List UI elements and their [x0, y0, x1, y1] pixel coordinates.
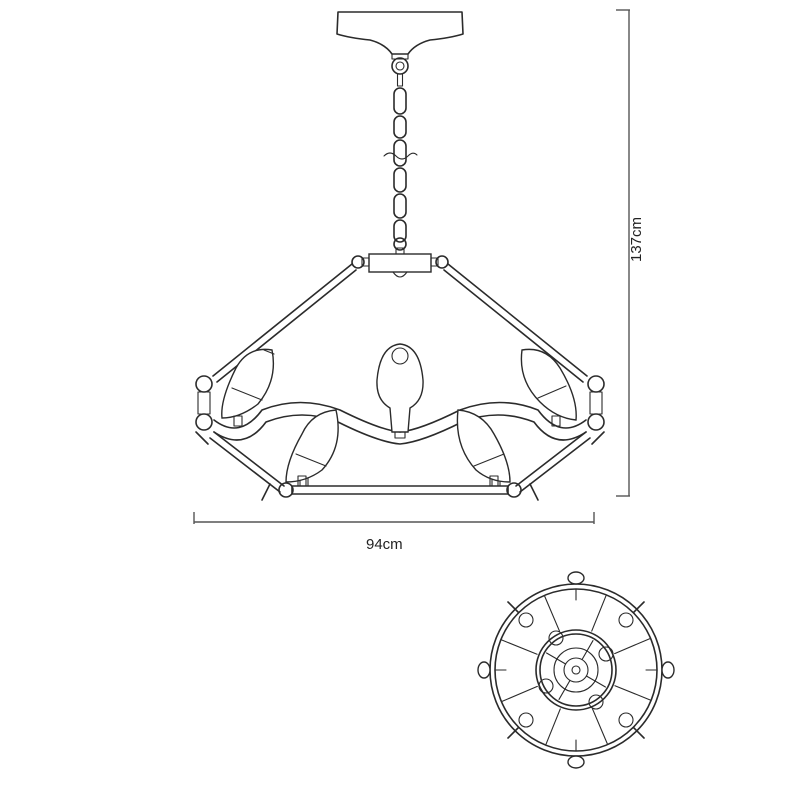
chain	[383, 57, 418, 255]
center-egg-shade	[376, 343, 424, 439]
bird-shade-lower-left	[285, 409, 339, 487]
bird-shade-lower-right	[456, 409, 511, 487]
lower-ring-bar	[291, 475, 509, 495]
height-dimension-line	[616, 9, 630, 497]
bird-shade-upper-right	[520, 348, 577, 427]
chain-break-marker	[383, 152, 418, 160]
width-dimension-line	[193, 512, 595, 524]
central-hub	[351, 253, 449, 278]
bottom-view	[477, 571, 675, 769]
side-joints	[195, 375, 605, 498]
height-dimension-label: 137cm	[628, 216, 645, 262]
width-dimension-label: 94cm	[366, 536, 403, 553]
ceiling-canopy	[336, 11, 464, 60]
arm-tips	[195, 431, 605, 501]
bird-shade-upper-left	[221, 348, 275, 427]
